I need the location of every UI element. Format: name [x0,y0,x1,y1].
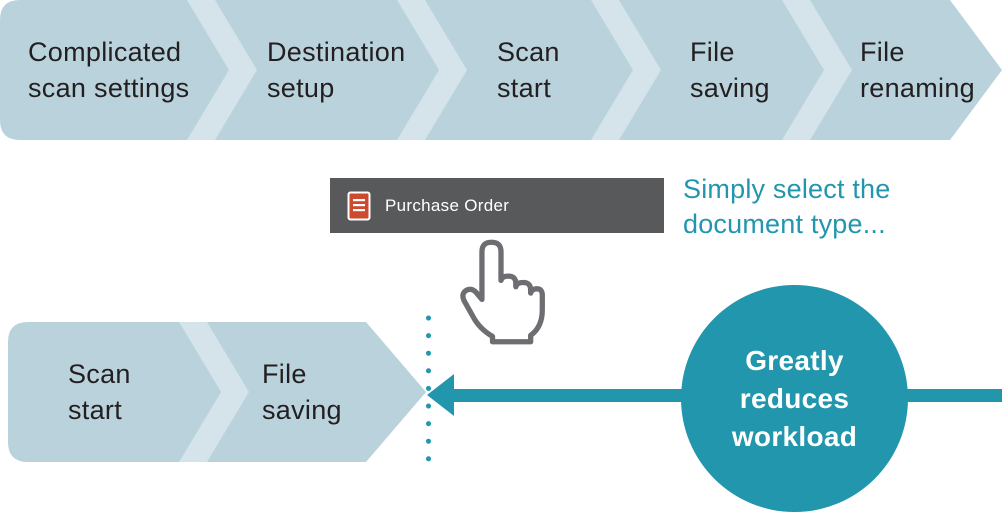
chevron-separator-icon [397,0,467,140]
bottom-flow-shape [8,322,426,462]
bottom-process-flow: Scan start File saving [8,322,428,462]
flow-step-scan-start: Scan start [497,37,560,103]
flow-step-file-saving-bottom: File saving [262,359,342,425]
flow-band-shape [0,0,1002,140]
top-flow-shape [0,0,1002,140]
flow-step-file-saving: File saving [690,37,770,103]
flow-step-file-renaming: File renaming [860,37,975,103]
top-process-flow: Complicated scan settings Destination se… [0,0,1002,140]
purchase-order-button[interactable]: Purchase Order [330,178,664,233]
chevron-separator-icon [179,322,249,462]
reduce-arrow-head-icon [427,374,454,416]
workload-badge: Greatly reduces workload [681,285,908,512]
flow-step-destination-setup: Destination setup [267,37,406,103]
purchase-order-label: Purchase Order [385,195,510,215]
flow-band-shape [8,322,426,462]
document-icon [347,191,371,220]
flow-step-scan-start-bottom: Scan start [68,359,131,425]
chevron-separator-icon [782,0,852,140]
chevron-separator-icon [591,0,661,140]
hand-cursor-icon [460,239,545,345]
flow-step-complicated-scan-settings: Complicated scan settings [28,37,190,103]
chevron-separator-icon [187,0,257,140]
caption-select-document-type: Simply select the document type... [683,174,891,239]
